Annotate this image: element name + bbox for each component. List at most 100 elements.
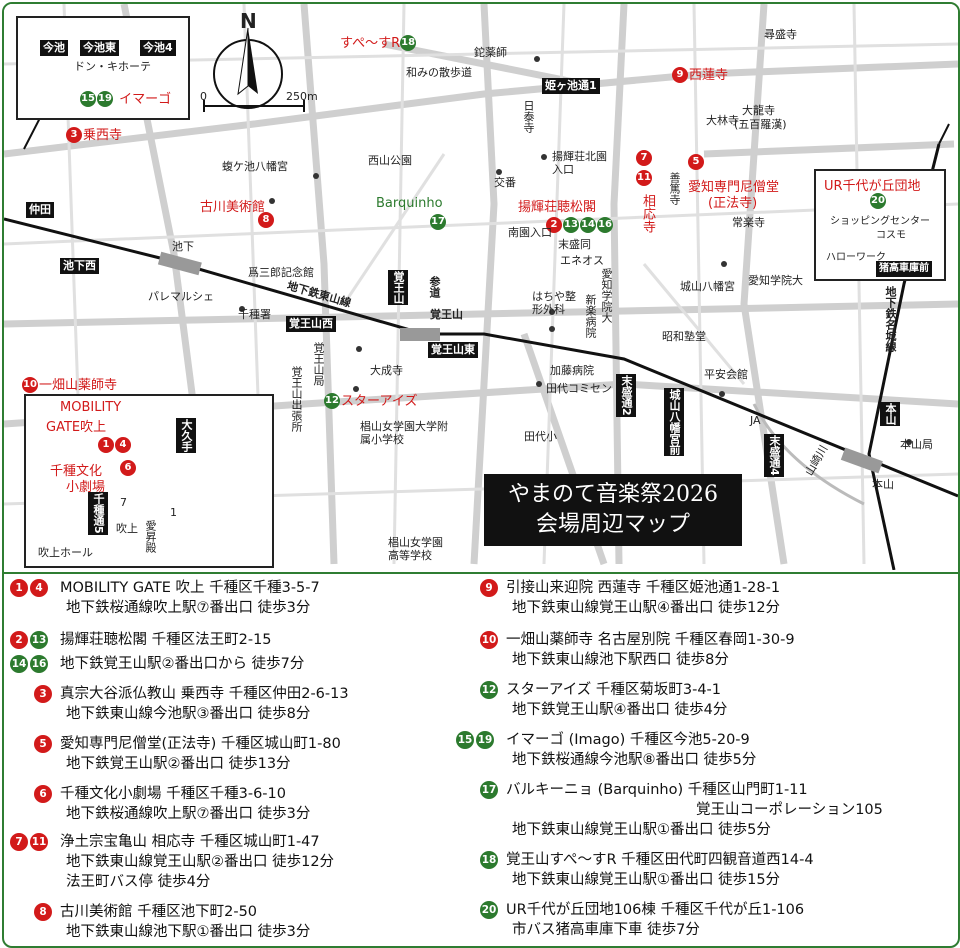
legend-5-line1: 愛知専門尼僧堂(正法寺) 千種区城山町1-80 xyxy=(60,736,341,752)
legend-3-line1: 真宗大谷派仏教山 乗西寺 千種区仲田2-6-13 xyxy=(60,686,349,702)
label-aichi-gakuin: 愛知学院大 xyxy=(600,268,613,323)
fukiage-hall-label: 吹上ホール xyxy=(38,546,93,559)
venue-9-label: 西蓮寺 xyxy=(689,68,729,83)
legend-3-line2: 地下鉄東山線今池駅③番出口 徒歩8分 xyxy=(66,706,311,722)
venue-8-label: 古川美術館 xyxy=(200,200,266,215)
station-imaike: 今池 xyxy=(40,40,68,56)
venue-number-9: 9 xyxy=(672,66,688,83)
label-jotenji: 常楽寺 xyxy=(732,216,765,229)
label-tashiro-sho: 田代小 xyxy=(524,430,557,443)
label-motoyama-kyoku: 本山局 xyxy=(900,438,933,451)
venue-18-label: すぺ〜すR xyxy=(340,36,401,51)
legend-num-13: 13 xyxy=(30,631,48,649)
venue-number-8[interactable]: 8 xyxy=(258,212,274,228)
legend-num-14: 14 xyxy=(10,655,28,673)
venue-12-label: スターアイズ xyxy=(341,394,418,409)
soouji-marker[interactable]: 7 11 xyxy=(636,150,653,186)
legend-num-8: 8 xyxy=(34,903,52,921)
legend-14-16-line1: 地下鉄覚王山駅②番出口から 徒歩7分 xyxy=(60,656,305,672)
venue-number-15: 15 xyxy=(80,90,96,107)
legend-15-19-line2: 地下鉄桜通線今池駅⑧番出口 徒歩5分 xyxy=(512,752,757,768)
ur-chiyogaoka-label: UR千代が丘団地 xyxy=(824,179,921,194)
legend-num-12: 12 xyxy=(480,681,498,699)
legend-20-line2: 市バス猪高車庫下車 徒歩7分 xyxy=(512,922,700,938)
label-heian: 平安会館 xyxy=(704,368,748,381)
label-ryoukouji: 尋盛寺 xyxy=(764,28,797,41)
station-nakata: 仲田 xyxy=(26,202,54,218)
aishoden-label: 愛昇殿 xyxy=(144,520,157,553)
chikusa-bunka-label-1: 千種文化 xyxy=(50,464,103,479)
motoyama-station-rect xyxy=(840,447,883,474)
label-fire-station: 覚王山出張所 xyxy=(290,366,303,432)
label-nisshinji: 日泰寺 xyxy=(522,100,535,133)
venue-number-17[interactable]: 17 xyxy=(430,214,446,230)
label-ohbai: 大林寺 xyxy=(706,114,739,127)
north-label: N xyxy=(240,9,257,33)
imago-venue-label: イマーゴ xyxy=(119,92,172,107)
legend-num-1: 1 xyxy=(10,579,28,597)
label-daishou: 大龍寺 xyxy=(742,104,775,117)
legend-6-line2: 地下鉄桜通線吹上駅⑦番出口 徒歩3分 xyxy=(66,806,311,822)
hellowork-label: ハローワーク xyxy=(826,252,886,263)
station-kakuozan-higashi: 覚王山東 xyxy=(428,342,478,358)
legend-7-11-line1: 浄土宗宝亀山 相応寺 千種区城山町1-47 xyxy=(60,834,320,850)
legend-num-6: 6 xyxy=(34,785,52,803)
legend-num-10: 10 xyxy=(480,631,498,649)
label-kasamatsu: 蝮ケ池八幡宮 xyxy=(222,160,288,173)
venue-number-11: 11 xyxy=(636,170,652,186)
label-suemori: 末盛同 xyxy=(558,238,591,251)
label-yokiso-north: 揚輝荘北園入口 xyxy=(552,150,607,176)
venue-18-marker[interactable]: すぺ〜すR18 xyxy=(340,32,417,51)
legend-num-7: 7 xyxy=(10,833,28,851)
higashiyama-line xyxy=(4,217,958,498)
station-inotaka: 猪高車庫前 xyxy=(876,261,932,277)
mobility-gate-label-2: GATE吹上 xyxy=(46,420,107,435)
venue-number-5[interactable]: 5 xyxy=(688,154,704,170)
label-eneosu: エネオス xyxy=(560,254,604,267)
soouji-label: 相応寺 xyxy=(640,194,655,233)
legend-20-line1: UR千代が丘団地106棟 千種区千代が丘1-106 xyxy=(506,902,805,918)
venue-number-2: 2 xyxy=(546,216,562,233)
legend-17-line1b: 覚王山コーポレーション105 xyxy=(696,802,883,818)
label-shiroyama-hachiman: 城山八幡宮 xyxy=(680,280,735,293)
venue-5-label-2: (正法寺) xyxy=(708,196,758,211)
venue-number-6[interactable]: 6 xyxy=(120,460,136,476)
legend-1-4-line2: 地下鉄桜通線吹上駅⑦番出口 徒歩3分 xyxy=(66,600,311,616)
legend-num-3: 3 xyxy=(34,685,52,703)
legend-10-line1: 一畑山薬師寺 名古屋別院 千種区春岡1-30-9 xyxy=(506,632,795,648)
donki-label: ドン・キホーテ xyxy=(74,60,151,73)
label-wamino: 和みの散歩道 xyxy=(406,66,472,79)
legend-num-19: 19 xyxy=(476,731,494,749)
station-imaike-higashi: 今池東 xyxy=(80,40,119,56)
label-hachiya: はちや整形外科 xyxy=(532,290,576,316)
legend-18-line1: 覚王山すぺ〜すR 千種区田代町四観音道西14-4 xyxy=(506,852,814,868)
label-sugiyama-ko: 椙山女学園高等学校 xyxy=(388,536,443,562)
venue-number-4: 4 xyxy=(115,436,131,453)
mobility-gate-label-1: MOBILITY xyxy=(60,400,122,415)
venue-number-18: 18 xyxy=(400,34,417,51)
legend-12-line2: 地下鉄覚王山駅④番出口 徒歩4分 xyxy=(512,702,728,718)
venue-number-16: 16 xyxy=(597,216,613,233)
map-dots xyxy=(239,56,912,445)
venue-number-20[interactable]: 20 xyxy=(870,193,886,209)
label-paremaru: パレマルシェ xyxy=(148,290,214,303)
compass xyxy=(213,27,283,109)
station-ikeshita-label: 池下 xyxy=(172,240,194,253)
legend-num-4: 4 xyxy=(30,579,48,597)
venue-number-14: 14 xyxy=(580,216,596,233)
label-omise: 大成寺 xyxy=(370,364,403,377)
legend-9-line1: 引接山来迎院 西蓮寺 千種区姫池通1-28-1 xyxy=(506,580,781,596)
